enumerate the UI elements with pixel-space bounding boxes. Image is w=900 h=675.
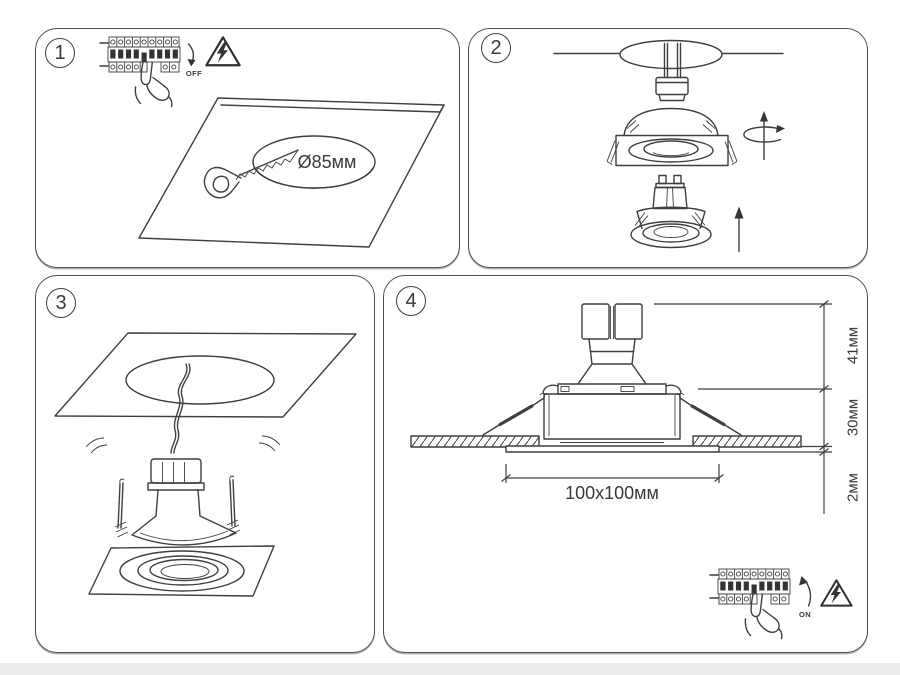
cross-section-drawing (410, 303, 802, 453)
switch-on-arrow-icon (799, 576, 812, 607)
ceiling-tile-drawing (138, 97, 445, 248)
dimension-label-30mm: 30мм (844, 398, 862, 437)
downlight-fixture-drawing (88, 458, 275, 597)
dimension-lines (501, 300, 832, 514)
wire-drawing (170, 363, 191, 454)
ceiling-hole-drawing (553, 39, 784, 70)
step-panel-1: 1 OFF (35, 28, 460, 268)
switch-off-arrow-icon (187, 43, 196, 67)
trim-plate (88, 545, 275, 597)
step-number: 3 (46, 288, 76, 318)
step1-illustration (99, 36, 445, 248)
spring-clip-right (226, 475, 241, 536)
dimension-label-41mm: 41мм (844, 326, 862, 365)
hatched-ceiling-right (692, 435, 802, 448)
handsaw-icon (203, 149, 299, 199)
step-number: 4 (396, 286, 426, 316)
trim-plate-edge (505, 445, 720, 453)
spring-motion-marks (85, 435, 281, 454)
ceiling-tile-drawing (54, 332, 357, 418)
hatched-ceiling-left (410, 435, 540, 448)
step-panel-3: 3 (35, 275, 375, 653)
spring-clip-left (114, 478, 129, 538)
step4-illustration (410, 300, 853, 640)
rotate-direction-icon (743, 111, 785, 161)
cutout-size-label: 100x100мм (565, 483, 659, 503)
step-number: 1 (45, 38, 75, 68)
step-panel-4: 4 (383, 275, 868, 653)
hole-diameter-label: Ø85мм (297, 152, 357, 172)
step3-illustration (54, 332, 357, 597)
spring-arm-right (679, 393, 742, 436)
insert-up-arrow-icon (734, 206, 744, 253)
spring-arm-left (482, 393, 545, 436)
step-panel-2: 2 (468, 28, 868, 268)
mounting-frame-drawing (606, 107, 738, 167)
switch-off-label: OFF (185, 69, 203, 78)
switch-on-label: ON (798, 610, 812, 619)
lamp-socket-drawing (655, 42, 689, 102)
dimension-label-2mm: 2мм (844, 473, 862, 502)
cutout-hole-drawing (252, 135, 376, 189)
step2-illustration (553, 39, 785, 253)
footer-strip (0, 663, 900, 675)
step-number: 2 (481, 33, 511, 63)
gu10-bulb-drawing (630, 174, 712, 249)
